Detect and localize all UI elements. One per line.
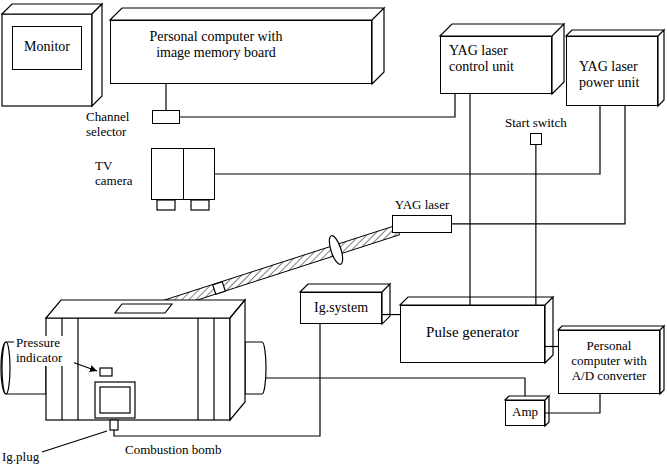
equipment-box: YAG laser control unit bbox=[440, 36, 552, 94]
bomb-top-window bbox=[115, 304, 172, 313]
node-label: YAG laser control unit bbox=[449, 43, 543, 75]
equipment-box: Ig.system bbox=[300, 292, 382, 324]
connector-wire bbox=[165, 84, 166, 110]
node-label: Personal computer with image memory boar… bbox=[131, 29, 301, 61]
box-depth-face bbox=[566, 30, 664, 106]
box-depth-face bbox=[440, 24, 564, 94]
connector-wire bbox=[180, 94, 455, 117]
bomb-body bbox=[46, 318, 230, 420]
equipment-part: Start switch bbox=[505, 116, 567, 145]
equipment-part: Channel selector bbox=[86, 110, 180, 140]
connector-wire bbox=[545, 346, 558, 347]
leader-line bbox=[42, 431, 107, 452]
part-label: Pressure indicator bbox=[14, 336, 74, 366]
equipment-box: Monitor bbox=[12, 26, 82, 70]
node-label: Amp bbox=[507, 405, 543, 420]
ignition-wire bbox=[114, 324, 320, 436]
bomb-body bbox=[230, 300, 245, 420]
camera-divider bbox=[183, 149, 184, 199]
node-label: Start switch bbox=[505, 116, 567, 131]
monitor-housing bbox=[92, 4, 102, 106]
laser-head bbox=[392, 215, 452, 233]
bomb-body bbox=[46, 300, 245, 318]
camera-body bbox=[151, 148, 215, 200]
pressure-transducer bbox=[100, 368, 112, 376]
connector-wire bbox=[382, 314, 400, 315]
camera-lens bbox=[157, 200, 175, 210]
node-label: YAG laser power unit bbox=[579, 59, 651, 91]
part-label: Combustion bomb bbox=[125, 443, 221, 458]
equipment-box: Pulse generator bbox=[400, 305, 545, 363]
connector-wire bbox=[469, 94, 470, 305]
monitor-housing bbox=[2, 14, 92, 106]
equipment-part: YAG laser bbox=[392, 198, 452, 233]
box-depth-face bbox=[558, 326, 664, 394]
node-label: YAG laser bbox=[395, 198, 450, 213]
connector-wire bbox=[215, 106, 600, 174]
selector-box bbox=[152, 110, 180, 124]
box-depth-face bbox=[300, 284, 390, 324]
bomb-pipe bbox=[245, 342, 266, 394]
part-label: Ig.plug bbox=[2, 450, 39, 465]
node-label: TV camera bbox=[95, 159, 143, 189]
equipment-part: TV camera bbox=[95, 148, 215, 200]
bomb-flange bbox=[62, 318, 214, 420]
beam-window bbox=[213, 282, 226, 295]
camera-lens bbox=[191, 200, 209, 210]
node-label: Personal computer with A/D converter bbox=[562, 339, 656, 384]
bomb-window bbox=[95, 382, 135, 418]
bomb-window bbox=[100, 387, 130, 413]
box-depth-face bbox=[400, 297, 553, 363]
equipment-box: Amp bbox=[505, 400, 545, 426]
bomb-pipe bbox=[2, 342, 10, 394]
box-depth bbox=[110, 8, 664, 426]
node-label: Ig.system bbox=[303, 300, 379, 316]
node-label: Channel selector bbox=[86, 110, 144, 140]
focusing-lens bbox=[327, 234, 346, 266]
box-depth-face bbox=[505, 396, 549, 426]
node-label: Pulse generator bbox=[405, 324, 540, 341]
box-depth-face bbox=[110, 8, 384, 84]
switch-button bbox=[530, 133, 542, 145]
monitor-housing bbox=[2, 4, 102, 14]
equipment-box: Personal computer with A/D converter bbox=[558, 330, 660, 394]
connector-wire bbox=[535, 145, 536, 305]
connector-wire bbox=[452, 106, 625, 224]
equipment-box: YAG laser power unit bbox=[566, 36, 658, 106]
node-label: Monitor bbox=[15, 39, 79, 55]
equipment-box: Personal computer with image memory boar… bbox=[110, 20, 372, 84]
connector-wire bbox=[545, 394, 600, 413]
ignition-plug bbox=[110, 420, 118, 430]
signal-wire bbox=[266, 378, 525, 400]
leader-line bbox=[72, 362, 97, 371]
